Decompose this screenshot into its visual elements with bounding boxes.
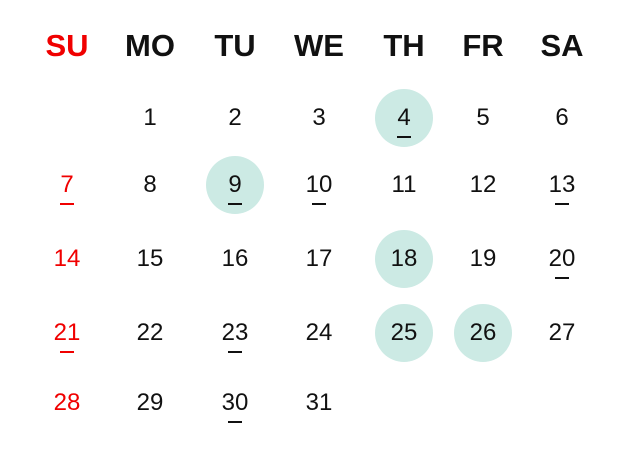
day-cell-21[interactable]: 21 (38, 304, 96, 362)
day-cell-13[interactable]: 13 (533, 156, 591, 214)
day-cell-27[interactable]: 27 (533, 304, 591, 362)
day-number: 15 (136, 245, 164, 272)
day-cell-22[interactable]: 22 (121, 304, 179, 362)
day-number: 23 (221, 319, 249, 346)
day-cell-6[interactable]: 6 (533, 89, 591, 147)
day-number: 4 (397, 104, 411, 131)
day-number: 28 (53, 389, 81, 416)
day-number: 2 (228, 104, 242, 131)
day-number: 29 (136, 389, 164, 416)
day-cell-11[interactable]: 11 (375, 156, 433, 214)
day-number: 11 (391, 171, 417, 198)
day-number: 26 (469, 319, 497, 346)
day-cell-10[interactable]: 10 (290, 156, 348, 214)
day-number: 12 (469, 171, 497, 198)
day-cell-8[interactable]: 8 (121, 156, 179, 214)
day-number: 17 (305, 245, 333, 272)
day-number: 13 (548, 171, 576, 198)
weekday-wednesday: WE (294, 28, 344, 63)
weekday-friday: FR (462, 28, 504, 63)
day-cell-17[interactable]: 17 (290, 230, 348, 288)
day-number: 8 (143, 171, 157, 198)
day-number: 25 (390, 319, 418, 346)
day-number: 6 (555, 104, 569, 131)
day-number: 7 (60, 171, 74, 198)
weekday-sunday: SU (45, 28, 89, 63)
day-number: 10 (305, 171, 333, 198)
weekday-thursday: TH (383, 28, 425, 63)
day-number: 21 (53, 319, 81, 346)
day-number: 14 (53, 245, 81, 272)
day-number: 9 (228, 171, 242, 198)
day-cell-28[interactable]: 28 (38, 374, 96, 432)
day-number: 5 (476, 104, 490, 131)
day-cell-15[interactable]: 15 (121, 230, 179, 288)
day-number: 31 (305, 389, 333, 416)
day-number: 18 (390, 245, 418, 272)
day-cell-16[interactable]: 16 (206, 230, 264, 288)
day-cell-7[interactable]: 7 (38, 156, 96, 214)
day-cell-29[interactable]: 29 (121, 374, 179, 432)
day-cell-25[interactable]: 25 (375, 304, 433, 362)
day-cell-4[interactable]: 4 (375, 89, 433, 147)
day-number: 30 (221, 389, 249, 416)
day-cell-14[interactable]: 14 (38, 230, 96, 288)
day-number: 3 (312, 104, 326, 131)
day-number: 24 (305, 319, 333, 346)
day-cell-20[interactable]: 20 (533, 230, 591, 288)
day-cell-2[interactable]: 2 (206, 89, 264, 147)
day-cell-12[interactable]: 12 (454, 156, 512, 214)
day-number: 16 (221, 245, 249, 272)
day-cell-19[interactable]: 19 (454, 230, 512, 288)
weekday-saturday: SA (540, 28, 584, 63)
day-cell-26[interactable]: 26 (454, 304, 512, 362)
day-number: 22 (136, 319, 164, 346)
day-number: 27 (548, 319, 576, 346)
day-cell-18[interactable]: 18 (375, 230, 433, 288)
weekday-tuesday: TU (214, 28, 256, 63)
day-cell-23[interactable]: 23 (206, 304, 264, 362)
day-number: 1 (143, 104, 157, 131)
weekday-monday: MO (125, 28, 175, 63)
day-number: 19 (469, 245, 497, 272)
day-cell-24[interactable]: 24 (290, 304, 348, 362)
day-cell-3[interactable]: 3 (290, 89, 348, 147)
day-cell-31[interactable]: 31 (290, 374, 348, 432)
day-cell-30[interactable]: 30 (206, 374, 264, 432)
day-cell-1[interactable]: 1 (121, 89, 179, 147)
day-number: 20 (548, 245, 576, 272)
day-cell-5[interactable]: 5 (454, 89, 512, 147)
day-cell-9[interactable]: 9 (206, 156, 264, 214)
